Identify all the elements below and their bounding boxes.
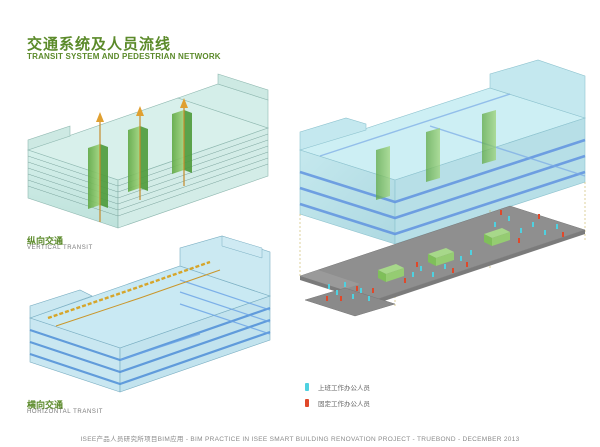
legend-item-1-label: 上班工作办公人员 [318, 385, 370, 392]
vertical-core-3 [172, 98, 192, 186]
horizontal-transit-label-cn: 横向交通 [27, 400, 64, 410]
page-footer: ISEE产品人员研究所项目BIM应用 - BIM PRACTICE IN ISE… [80, 436, 520, 443]
horizontal-transit-building [29, 235, 271, 393]
page-title-cn: 交通系统及人员流线 [27, 36, 172, 53]
vertical-core-2 [128, 106, 148, 200]
horizontal-transit-label-en: HORIZONTAL TRANSIT [27, 409, 104, 415]
people-markers [326, 210, 564, 301]
legend-item-2-label: 固定工作办公人员 [318, 401, 370, 408]
person-cyan-icon [305, 383, 309, 391]
legend-item-2: 固定工作办公人员 [302, 398, 370, 408]
page-title-en: TRANSIT SYSTEM AND PEDESTRIAN NETWORK [27, 52, 221, 61]
vertical-transit-building [27, 73, 269, 229]
vertical-transit-label-en: VERTICAL TRANSIT [27, 245, 93, 251]
person-red-icon [305, 399, 309, 407]
vertical-transit-label-cn: 纵向交通 [27, 236, 64, 246]
legend-item-1: 上班工作办公人员 [302, 382, 370, 392]
vertical-core-1 [88, 112, 108, 222]
exploded-building [299, 59, 586, 317]
